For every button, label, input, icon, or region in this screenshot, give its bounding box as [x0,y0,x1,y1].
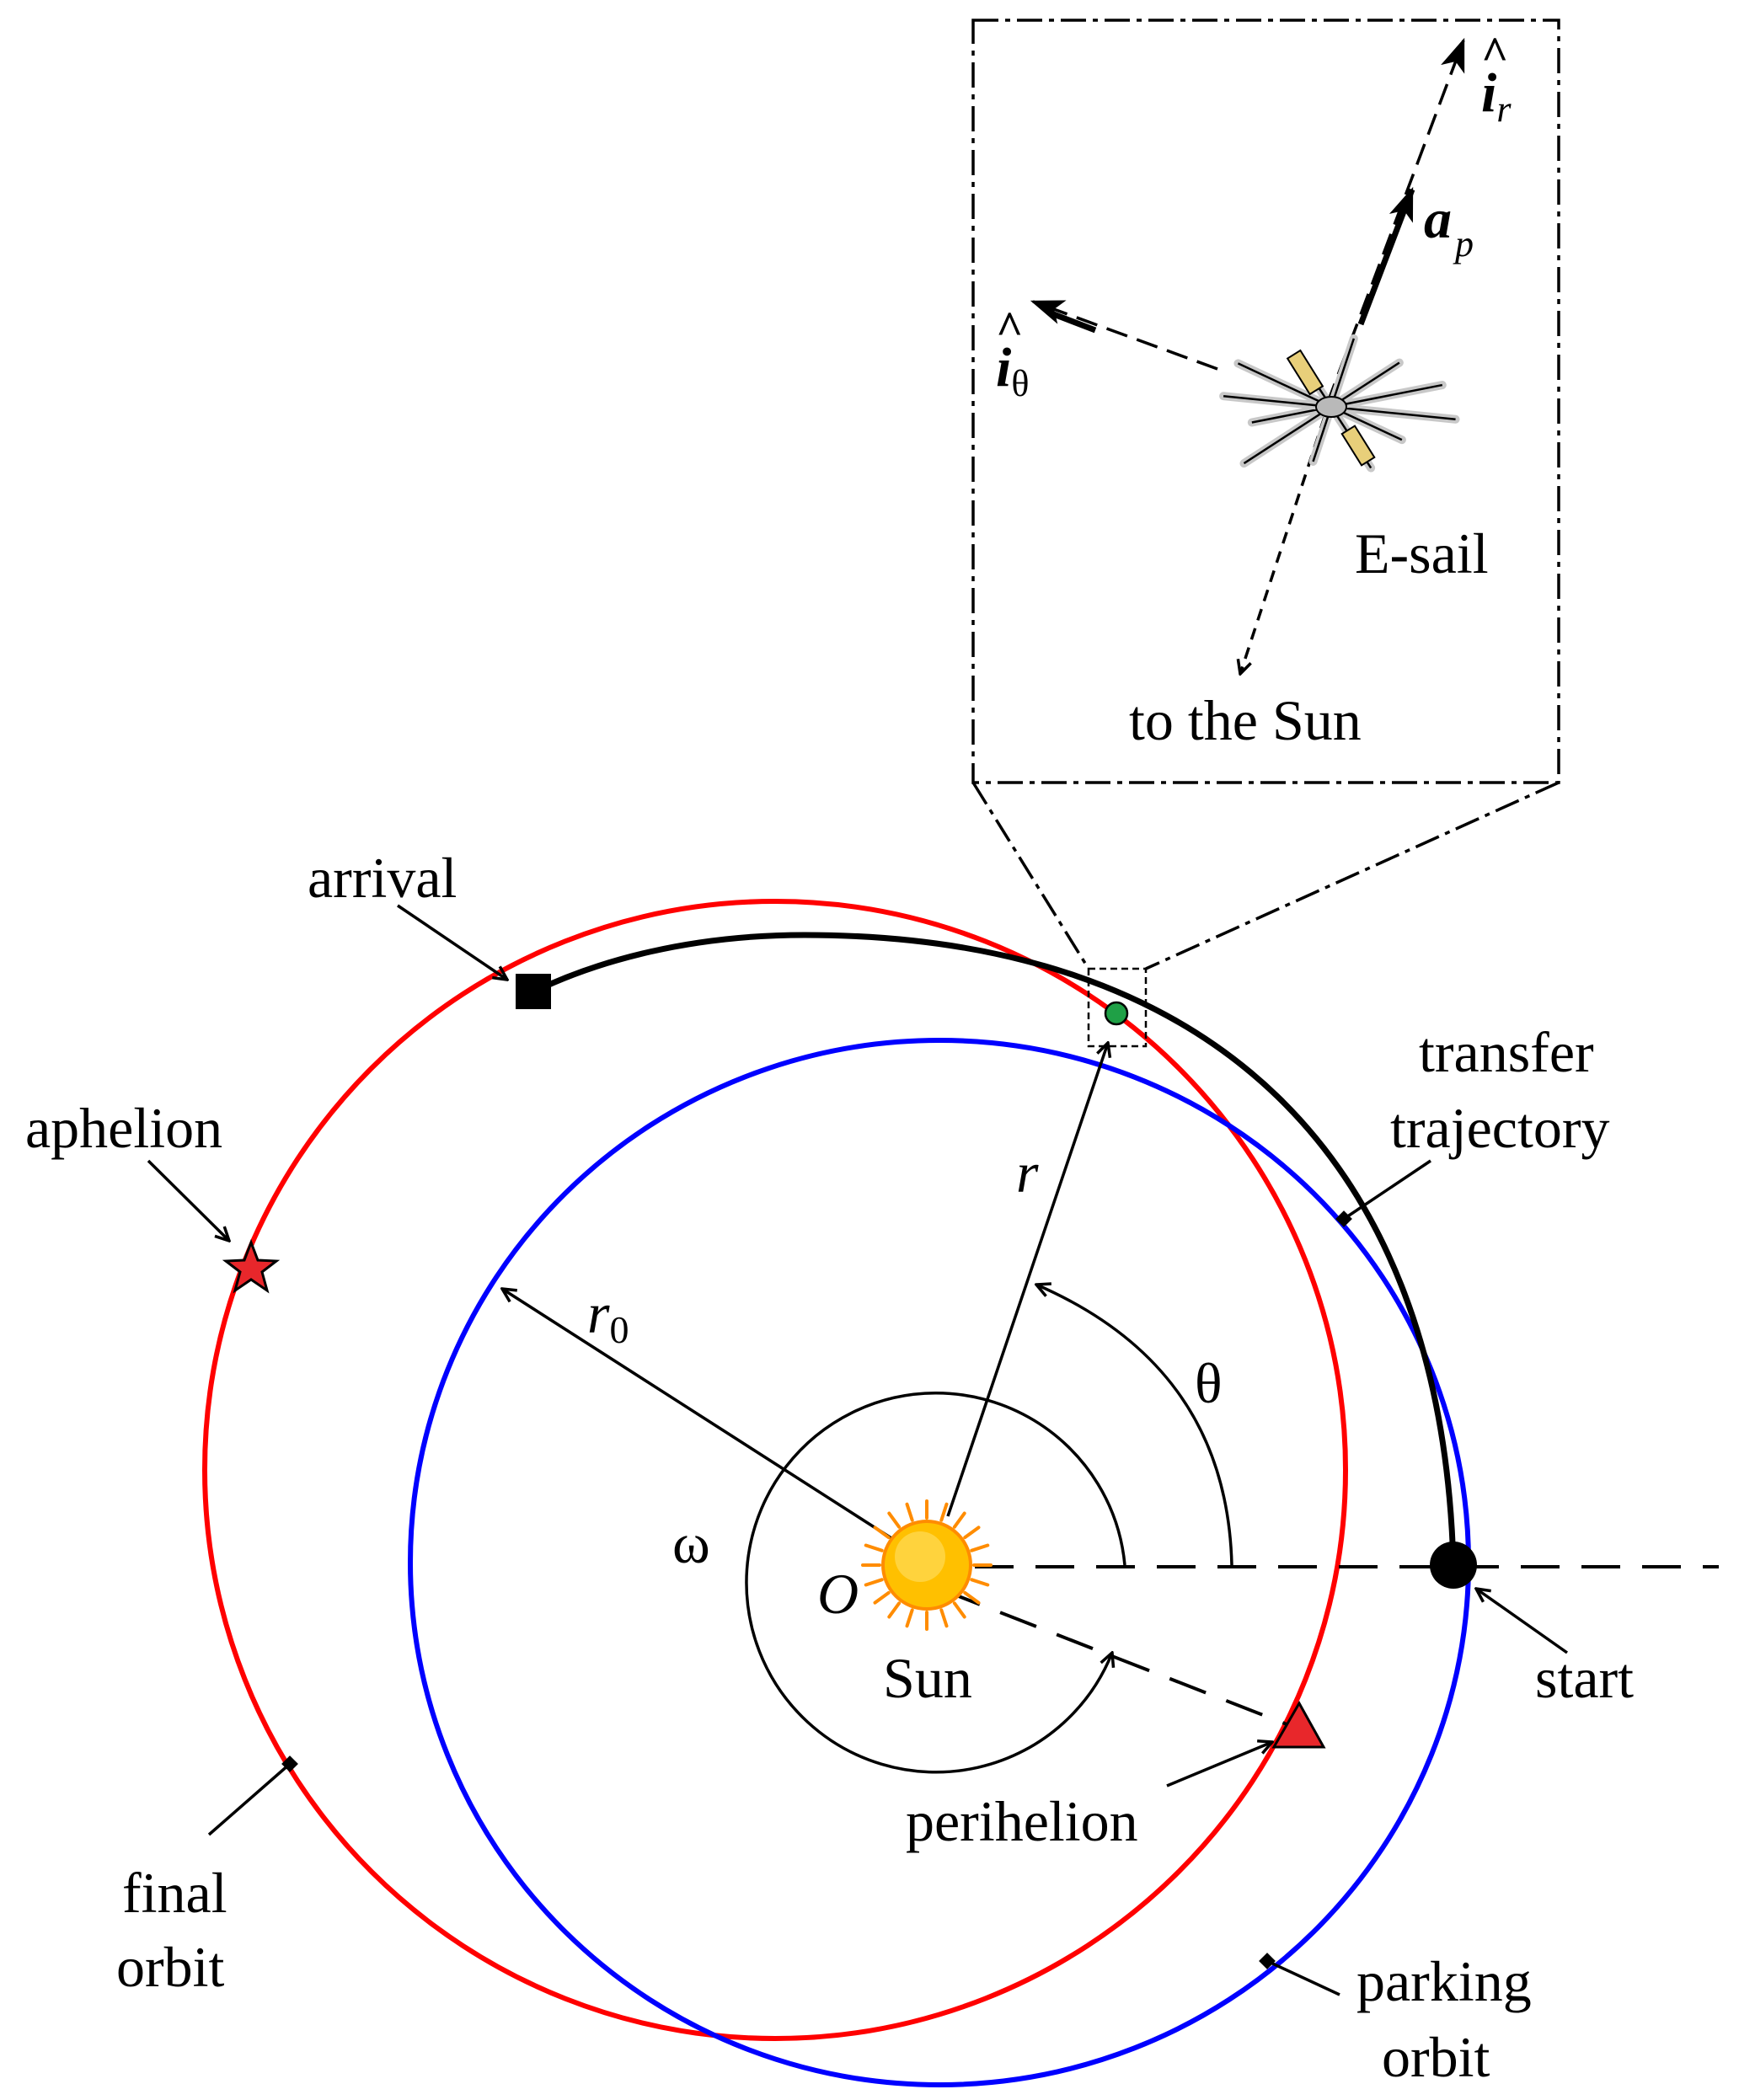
transfer-leader-line [1343,1159,1431,1221]
theta-angle-arc [1036,1285,1233,1566]
sun-ray [963,1590,981,1605]
start-leader-arrow [1476,1589,1569,1654]
aphelion-marker-star-icon [222,1238,281,1294]
perihelion-marker-triangle-icon [1271,1700,1326,1749]
itheta-unit-vector-arrow [1030,300,1218,371]
esail-spacecraft-icon [1219,334,1460,473]
sun-ray [970,1578,990,1587]
sun-ray [939,1502,949,1522]
inset-box [971,19,1560,784]
sun-icon [861,1499,993,1631]
sun-ray [873,1526,891,1540]
sun-ray [905,1502,914,1522]
inset-connector-right [1145,781,1560,970]
arrival-marker-square [516,974,551,1009]
arrival-leader-arrow [397,904,507,980]
final-orbit-leader-line [207,1762,292,1836]
radius0-label: r0 [587,1281,629,1351]
esail-label: E-sail [1355,521,1489,585]
arrival-label: arrival [308,846,457,910]
ap-acceleration-arrow [1357,186,1415,326]
sun-ray [864,1543,884,1552]
parking-orbit-leader-line [1266,1959,1340,1996]
origin-label: O [817,1562,859,1626]
sun-ray [952,1601,966,1619]
itheta-vector-label: iθ [996,337,1029,404]
start-marker-circle [1430,1542,1477,1589]
perihelion-label: perihelion [906,1789,1138,1853]
final-orbit-ellipse [202,899,1348,2041]
radius-vector-r0 [502,1289,904,1547]
ir-vector-label: ir [1481,62,1512,130]
itheta-hat-glyph: ^ [996,302,1024,355]
inset-connector-left [971,782,1090,970]
radius-vector-r [946,1043,1108,1517]
sun-ray [939,1608,949,1628]
sun-label: Sun [883,1646,972,1710]
final-orbit-label-line1: final [122,1861,227,1925]
sun-ray [952,1511,966,1529]
spacecraft-zoom-box [1087,967,1148,1048]
to-sun-arrow-stroke [1050,310,1097,334]
sun-ray [905,1608,914,1628]
sail-tether [1330,383,1443,409]
sun-ray [970,1543,990,1552]
aphelion-leader-arrow [147,1159,229,1241]
omega-angle-arc [745,1392,1126,1774]
sun-ray [887,1601,902,1619]
sun-ray [887,1511,902,1529]
omega-label: ω [672,1511,710,1575]
sun-ray [873,1590,891,1605]
transfer-trajectory-label-line1: transfer [1419,1020,1594,1084]
parking-orbit-label-line1: parking [1356,1949,1532,2013]
parking-orbit-label-line2: orbit [1382,2025,1490,2089]
sun-ray [864,1578,884,1587]
transfer-trajectory-arc [531,932,1457,1566]
sun-ray [963,1526,981,1540]
sail-tether [1330,405,1456,421]
perihelion-leader-arrow [1166,1742,1272,1787]
sail-tether [1223,394,1332,409]
aphelion-label: aphelion [25,1096,222,1160]
start-label: start [1535,1646,1634,1710]
sail-tether [1237,362,1332,409]
sail-tether [1243,405,1332,465]
ap-vector-label: ap [1424,189,1474,265]
transfer-trajectory-label-line2: trajectory [1390,1096,1610,1160]
to-the-sun-label: to the Sun [1129,688,1362,752]
radius-label: r [1016,1141,1039,1205]
final-orbit-label-line2: orbit [116,1935,225,1999]
periapsis-line-dashed [943,1589,1298,1730]
spacecraft-position-dot [1104,1001,1129,1026]
theta-label: θ [1195,1351,1223,1415]
ir-hat-glyph: ^ [1481,28,1509,80]
sail-tether [1330,338,1356,408]
